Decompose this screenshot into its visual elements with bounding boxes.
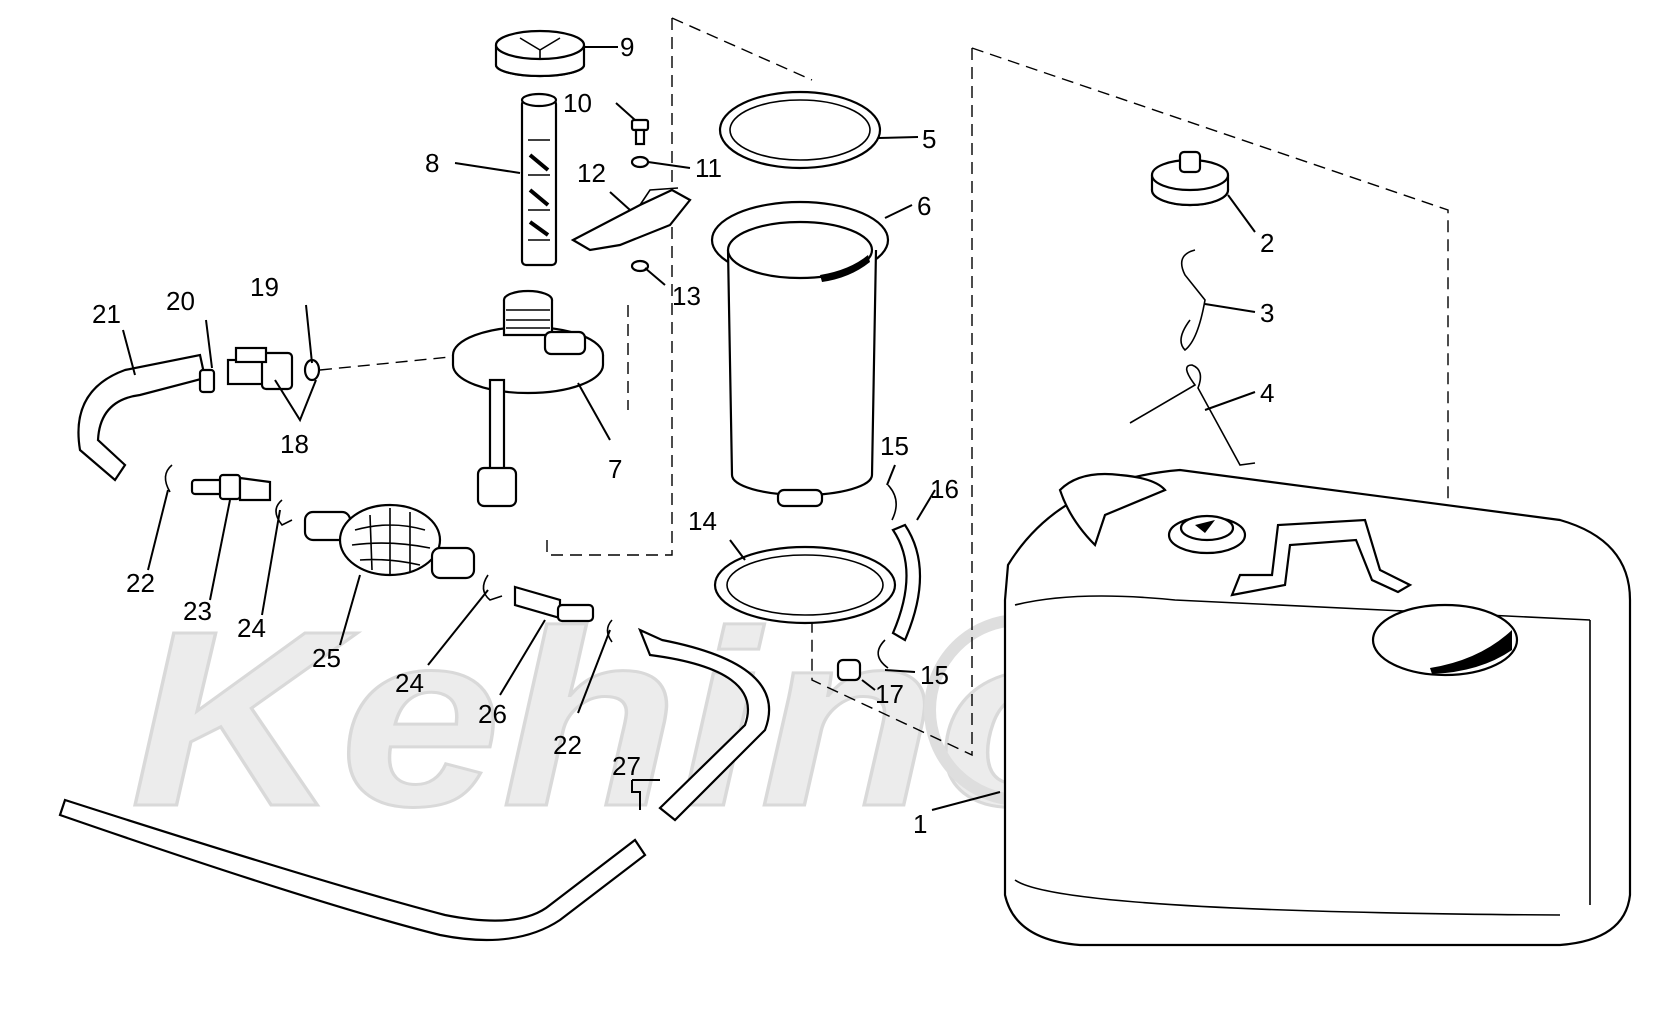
part-20-clamp [198, 368, 216, 394]
callout-3: 3 [1260, 298, 1274, 328]
part-4-wire-bracket [1129, 364, 1256, 466]
callout-24-right: 24 [395, 668, 424, 698]
part-17-plug [836, 658, 862, 682]
callout-12: 12 [577, 158, 606, 188]
part-2-tank-cap [1150, 150, 1230, 207]
callout-27: 27 [612, 751, 641, 781]
part-10-screw [630, 118, 650, 146]
part-22-clamp-left [164, 464, 173, 493]
callout-7: 7 [608, 454, 622, 484]
callout-8: 8 [425, 148, 439, 178]
callout-6: 6 [917, 191, 931, 221]
callout-13: 13 [672, 281, 701, 311]
callout-21: 21 [92, 299, 121, 329]
callout-22-left: 22 [126, 568, 155, 598]
callout-5: 5 [922, 124, 936, 154]
part-9-cap [494, 29, 586, 78]
part-11-washer [630, 155, 650, 169]
part-18-connector [226, 346, 294, 391]
part-15-clip-lower [877, 639, 889, 669]
callout-14: 14 [688, 506, 717, 536]
part-1-fuel-tank [1003, 468, 1632, 947]
part-22-clamp-right [606, 619, 613, 643]
part-21-hose [77, 353, 207, 482]
part-7-pickup-assembly [451, 289, 605, 508]
part-23-fitting [190, 473, 272, 502]
callout-9: 9 [620, 32, 634, 62]
callout-24-left: 24 [237, 613, 266, 643]
part-26-fitting [513, 585, 595, 623]
callout-10: 10 [563, 88, 592, 118]
callouts: 9 10 8 11 12 13 5 6 2 3 4 7 19 20 21 18 … [92, 32, 1274, 839]
callout-22-right: 22 [553, 730, 582, 760]
callout-19: 19 [250, 272, 279, 302]
callout-16: 16 [930, 474, 959, 504]
part-27-fuel-line [58, 627, 771, 942]
callout-11: 11 [695, 153, 722, 183]
callout-15-upper: 15 [880, 431, 909, 461]
callout-4: 4 [1260, 378, 1274, 408]
callout-26: 26 [478, 699, 507, 729]
callout-20: 20 [166, 286, 195, 316]
callout-23: 23 [183, 596, 212, 626]
callout-15-lower: 15 [920, 660, 949, 690]
part-5-gasket [718, 90, 882, 170]
part-12-bracket [570, 187, 692, 252]
part-13-nut [630, 259, 650, 273]
part-6-canister [710, 200, 890, 508]
callout-2: 2 [1260, 228, 1274, 258]
part-3-pin [1180, 249, 1206, 352]
part-8-gauge-tube [520, 92, 558, 267]
part-24-clamp-left [275, 499, 293, 527]
callout-18: 18 [280, 429, 309, 459]
leader-lines [122, 46, 1256, 811]
part-24-clamp-right [482, 574, 503, 601]
part-15-clip-upper [887, 484, 897, 521]
callout-17: 17 [875, 679, 904, 709]
callout-25: 25 [312, 643, 341, 673]
part-14-ring-gasket [713, 545, 897, 625]
part-16-hose [891, 523, 922, 642]
part-25-primer-bulb [303, 503, 476, 580]
callout-1: 1 [913, 809, 927, 839]
